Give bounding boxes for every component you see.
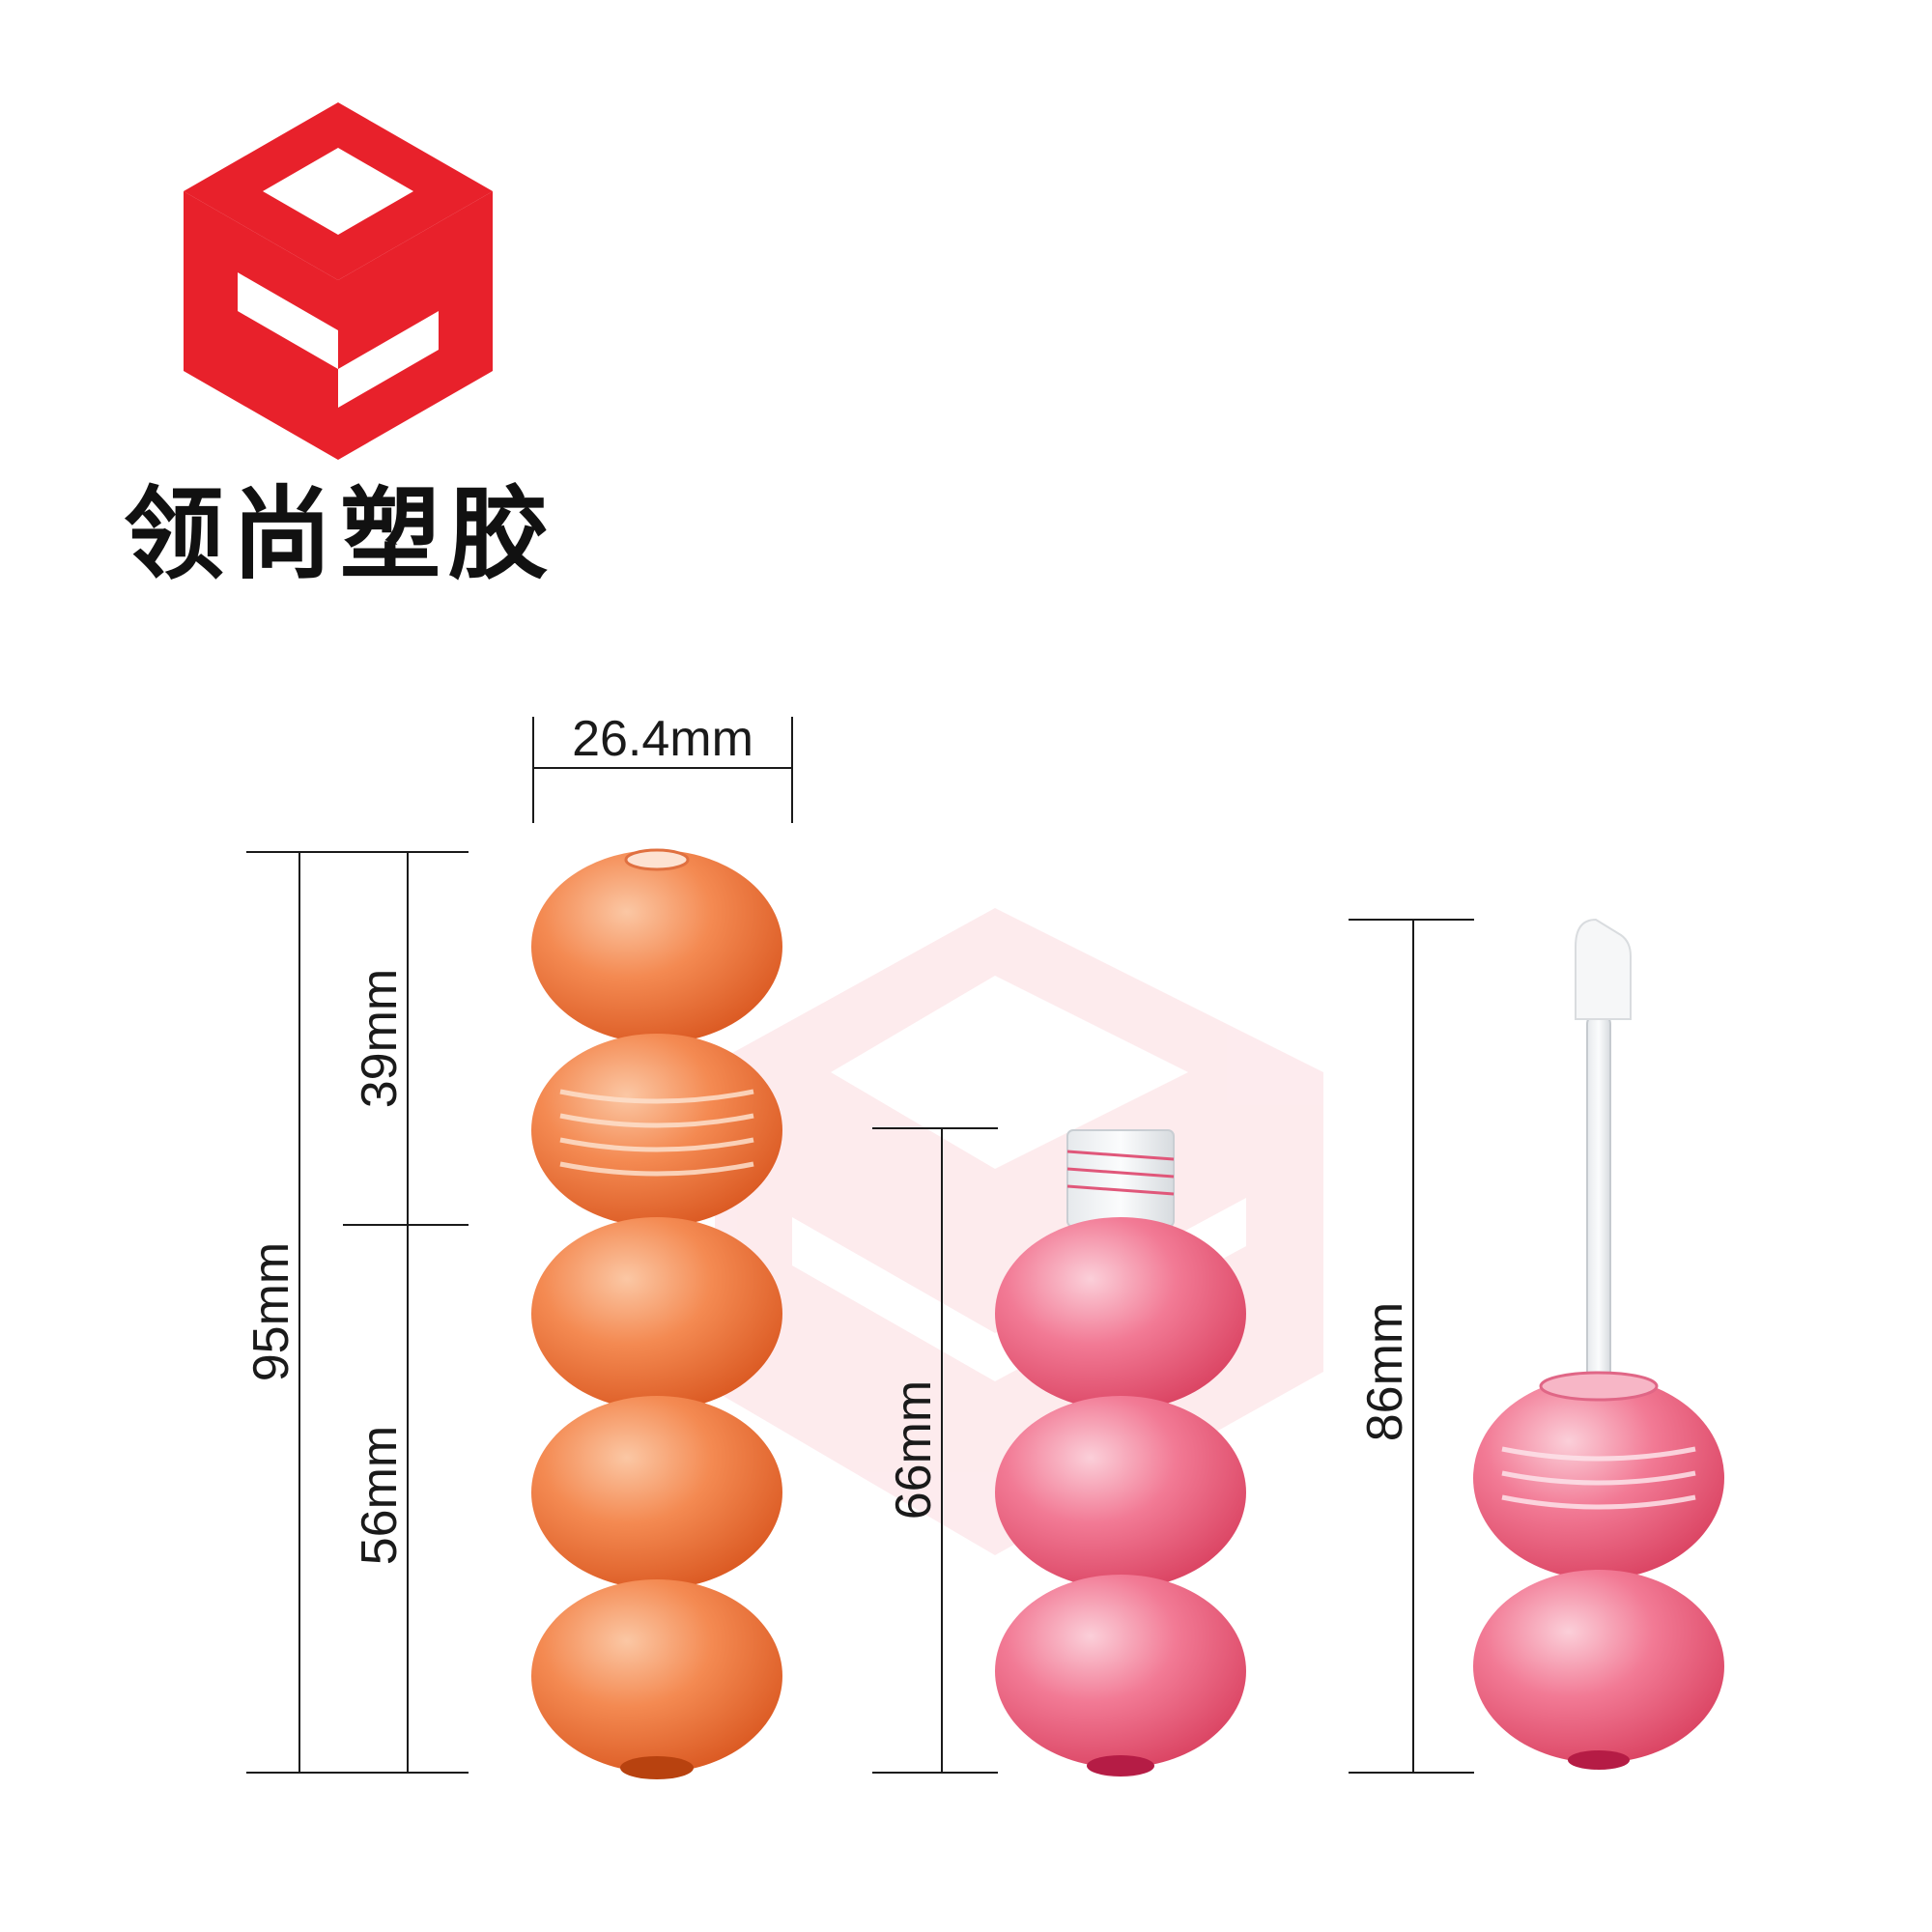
pink-bottle-bubble-3 — [995, 1575, 1246, 1768]
body-height-label: 56mm — [352, 1426, 408, 1565]
orange-bubble-5 — [531, 1579, 782, 1773]
logo-s-cut-lower — [338, 311, 439, 408]
wand-cap-bottom-opening — [1568, 1750, 1630, 1770]
bottle-height-label: 66mm — [886, 1380, 942, 1520]
orange-bottom-opening — [620, 1756, 694, 1779]
wand-applicator-tip — [1575, 918, 1632, 1020]
logo-s-cut-upper — [238, 272, 338, 369]
pink-bottle-bottom-opening — [1087, 1755, 1154, 1776]
logo-cube-left — [184, 191, 338, 460]
brand-name: 领尚塑胶 — [124, 474, 557, 593]
wand-cap-top-opening — [1539, 1371, 1659, 1402]
cap-height-label: 39mm — [352, 969, 408, 1108]
width-label: 26.4mm — [572, 711, 753, 767]
orange-bubble-1 — [531, 850, 782, 1043]
wand-cap-bubble-lower — [1473, 1570, 1724, 1763]
pink-bottle-neck — [1066, 1129, 1175, 1228]
total-height-label: 95mm — [243, 1242, 299, 1381]
orange-bubble-4 — [531, 1396, 782, 1589]
logo-cube-top-inner — [263, 148, 413, 235]
pink-cap-wand — [1473, 918, 1724, 1770]
dimension-lines — [246, 717, 1474, 1774]
orange-cap-threads — [559, 1089, 754, 1177]
wand-stem — [1586, 1013, 1611, 1402]
pink-bottle-bubble-2 — [995, 1396, 1246, 1589]
orange-bubble-2 — [531, 1034, 782, 1227]
pink-bottle-bubble-1 — [995, 1217, 1246, 1410]
wand-cap-threads — [1501, 1446, 1696, 1510]
brand-logo — [184, 102, 493, 460]
orange-top-opening — [624, 848, 690, 871]
wand-height-label: 86mm — [1357, 1302, 1413, 1441]
wand-cap-bubble-upper — [1473, 1377, 1724, 1579]
pink-bottle-neck-threads — [1066, 1150, 1175, 1196]
pink-bubble-bottle — [995, 1129, 1246, 1777]
orange-bubble-tube — [531, 848, 782, 1779]
orange-bubble-3 — [531, 1217, 782, 1410]
